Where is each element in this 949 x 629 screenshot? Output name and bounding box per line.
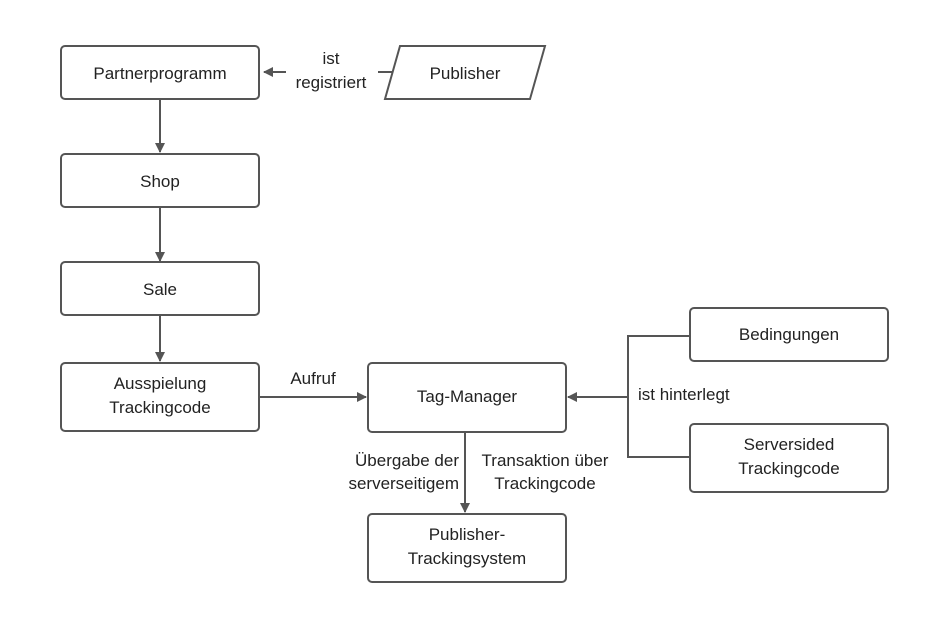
edge-label-uebergabe-line1: Übergabe der bbox=[355, 451, 459, 470]
label-partnerprogramm: Partnerprogramm bbox=[93, 64, 226, 83]
label-publisher-tracking-line1: Publisher- bbox=[429, 525, 506, 544]
edge-label-bg-registriert bbox=[286, 46, 378, 96]
node-tagmanager bbox=[367, 362, 567, 433]
node-serversided bbox=[689, 423, 889, 493]
label-shop: Shop bbox=[140, 172, 180, 191]
label-publisher-tracking-line2: Trackingsystem bbox=[408, 549, 526, 568]
edge-label-transaktion-line1: Transaktion über bbox=[482, 451, 609, 470]
edge-label-transaktion-line2: Trackingcode bbox=[494, 474, 595, 493]
edge-label-bg-hinterlegt bbox=[632, 382, 754, 408]
label-serversided-line2: Trackingcode bbox=[738, 459, 839, 478]
edge-label-aufruf: Aufruf bbox=[290, 369, 336, 388]
label-ausspielung-line2: Trackingcode bbox=[109, 398, 210, 417]
edge-label-registriert: registriert bbox=[296, 73, 367, 92]
label-serversided-line1: Serversided bbox=[744, 435, 835, 454]
node-sale bbox=[60, 261, 260, 316]
edge-labels: ist registriert Aufruf ist hinterlegt Üb… bbox=[286, 46, 754, 493]
edge-label-uebergabe-line2: serverseitigem bbox=[348, 474, 459, 493]
label-bedingungen: Bedingungen bbox=[739, 325, 839, 344]
node-labels: Partnerprogramm Publisher Shop Sale Auss… bbox=[93, 64, 839, 568]
node-publisher bbox=[383, 45, 547, 100]
edge-label-ist-hinterlegt: ist hinterlegt bbox=[638, 385, 730, 404]
label-ausspielung-line1: Ausspielung bbox=[114, 374, 207, 393]
label-sale: Sale bbox=[143, 280, 177, 299]
label-publisher: Publisher bbox=[430, 64, 501, 83]
nodes bbox=[60, 45, 889, 583]
node-bedingungen bbox=[689, 307, 889, 362]
label-tagmanager: Tag-Manager bbox=[417, 387, 518, 406]
node-ausspielung bbox=[60, 362, 260, 432]
node-partnerprogramm bbox=[60, 45, 260, 100]
node-shop bbox=[60, 153, 260, 208]
edge-label-ist: ist bbox=[323, 49, 340, 68]
node-publisher-trackingsystem bbox=[367, 513, 567, 583]
